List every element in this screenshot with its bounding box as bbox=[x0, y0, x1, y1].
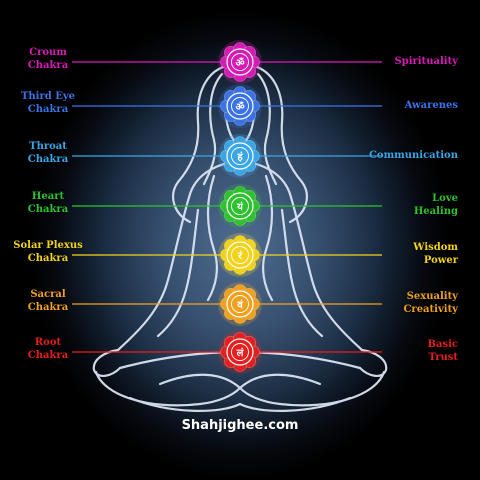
chakra-symbol: हं bbox=[236, 151, 243, 163]
chakra-name-label: Third Eye Chakra bbox=[20, 91, 76, 115]
website-label: Shahjighee.com bbox=[181, 418, 299, 433]
chakra-symbol: यं bbox=[236, 201, 244, 213]
chakra-name-label: Solar Plexus Chakra bbox=[13, 240, 83, 264]
chakra-name-label: Throat Chakra bbox=[27, 141, 69, 165]
chakra-symbol: ॐ bbox=[235, 57, 244, 69]
chakra-quality-label: Basic Trust bbox=[427, 339, 458, 363]
chakra-emblem: लं bbox=[218, 330, 262, 374]
chakra-quality-label: Sexuality Creativity bbox=[403, 291, 458, 315]
chakra-quality-label: Love Healing bbox=[413, 193, 458, 217]
chakra-emblem: ॐ bbox=[218, 84, 262, 128]
chakra-emblem: रं bbox=[218, 233, 262, 277]
chakra-name-label: Croum Chakra bbox=[27, 47, 69, 71]
chakra-quality-label: Wisdom Power bbox=[413, 242, 458, 266]
chakra-name-label: Sacral Chakra bbox=[27, 289, 69, 313]
chakra-quality-label: Communication bbox=[368, 150, 458, 161]
chakra-name-label: Heart Chakra bbox=[27, 191, 69, 215]
chakra-emblem: ॐ bbox=[218, 40, 262, 84]
chakra-quality-label: Awarenes bbox=[404, 100, 458, 111]
chakra-emblem: हं bbox=[218, 134, 262, 178]
chakra-emblem: वं bbox=[218, 282, 262, 326]
chakra-symbol: वं bbox=[236, 299, 243, 311]
chakra-name-label: Root Chakra bbox=[27, 337, 69, 361]
chakra-symbol: ॐ bbox=[235, 101, 244, 113]
meditating-figure bbox=[92, 62, 388, 412]
chakra-symbol: रं bbox=[237, 250, 243, 262]
chakra-symbol: लं bbox=[236, 347, 245, 359]
chakra-emblem: यं bbox=[218, 184, 262, 228]
chakra-quality-label: Spirituality bbox=[394, 56, 458, 67]
